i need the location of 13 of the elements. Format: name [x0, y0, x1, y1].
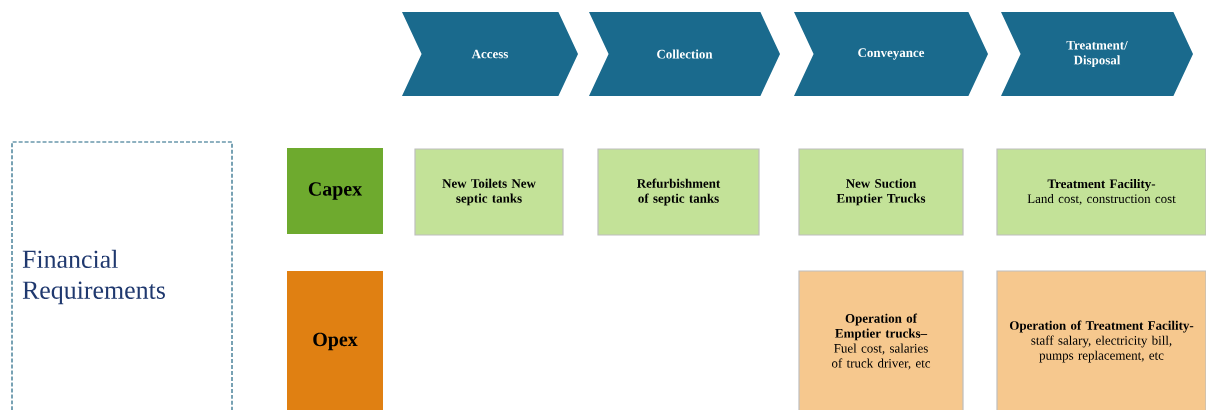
stage-banner: Collection: [589, 12, 780, 96]
stage-banner: Conveyance: [794, 12, 988, 96]
cost-box: Refurbishment of septic tanks: [597, 148, 760, 236]
dashed-frame: Financial Requirements: [11, 141, 233, 410]
cost-box: Treatment Facility- Land cost, construction cost: [996, 148, 1206, 236]
category-box: Opex: [287, 271, 383, 410]
cost-box: Operation of Treatment Facility- staff salary, electricity bill, pumps replacement, etc: [996, 270, 1206, 410]
cost-box: New Toilets New septic tanks: [414, 148, 564, 236]
stage-banner: Treatment/ Disposal: [1001, 12, 1193, 96]
cost-box: New Suction Emptier Trucks: [798, 148, 964, 236]
cost-box: Operation of Emptier trucks– Fuel cost, salaries of truck driver, etc: [798, 270, 964, 410]
category-box: Capex: [287, 148, 383, 234]
stage-banner: Access: [402, 12, 578, 96]
